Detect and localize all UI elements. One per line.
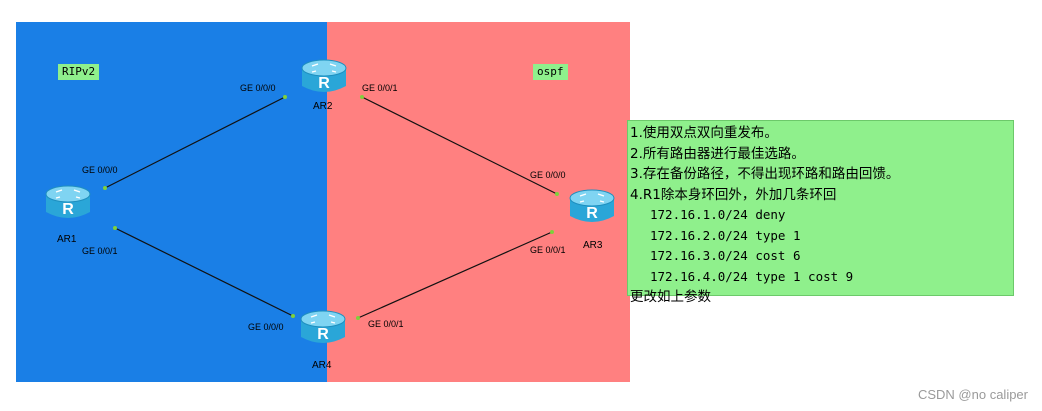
port-dot — [555, 192, 559, 196]
svg-text:R: R — [586, 205, 598, 222]
notes-route-line: 172.16.4.0/24 type 1 cost 9 — [650, 268, 854, 284]
ospf-zone-tag: ospf — [533, 64, 568, 80]
notes-route-line: 172.16.1.0/24 deny — [650, 207, 786, 222]
link-ar1-ar4 — [114, 227, 294, 317]
router-ar1-icon[interactable]: R — [44, 184, 92, 222]
notes-line: 4.R1除本身环回外，外加几条环回 — [630, 186, 837, 203]
svg-text:R: R — [62, 201, 74, 218]
notes-line: 2.所有路由器进行最佳选路。 — [630, 145, 805, 162]
port-dot — [550, 230, 554, 234]
port-label: GE 0/0/1 — [82, 246, 118, 256]
port-dot — [113, 226, 117, 230]
ripv2-zone-tag: RIPv2 — [58, 64, 100, 80]
router-ar2-label: AR2 — [313, 101, 333, 112]
notes-route-line: 172.16.3.0/24 cost 6 — [650, 248, 801, 263]
port-dot — [360, 95, 364, 99]
router-ar2-icon[interactable]: R — [300, 58, 348, 96]
link-ar2-ar3 — [361, 96, 558, 195]
notes-route-line: 172.16.2.0/24 type 1 — [650, 227, 801, 243]
requirements-notes: 1.使用双点双向重发布。 2.所有路由器进行最佳选路。 3.存在备份路径，不得出… — [627, 120, 1014, 305]
port-label: GE 0/0/1 — [362, 83, 398, 93]
link-ar4-ar3 — [357, 231, 553, 319]
notes-line: 更改如上参数 — [630, 289, 711, 305]
port-label: GE 0/0/0 — [82, 165, 118, 175]
router-ar1-label: AR1 — [57, 234, 77, 245]
port-dot — [283, 95, 287, 99]
router-ar4-icon[interactable]: R — [299, 309, 347, 347]
port-label: GE 0/0/0 — [530, 170, 566, 180]
router-ar3-icon[interactable]: R — [568, 188, 616, 226]
notes-line: 3.存在备份路径，不得出现环路和路由回馈。 — [630, 166, 900, 182]
port-label: GE 0/0/1 — [530, 245, 566, 255]
svg-text:R: R — [317, 326, 329, 343]
port-dot — [291, 314, 295, 318]
link-ar1-ar2 — [104, 96, 286, 189]
watermark: CSDN @no caliper — [917, 387, 1028, 402]
notes-line: 1.使用双点双向重发布。 — [630, 125, 778, 141]
port-dot — [103, 186, 107, 190]
router-ar4-label: AR4 — [312, 360, 332, 371]
svg-text:R: R — [318, 75, 330, 92]
port-label: GE 0/0/0 — [240, 83, 276, 93]
port-dot — [356, 316, 360, 320]
router-ar3-label: AR3 — [583, 240, 603, 251]
port-label: GE 0/0/1 — [368, 319, 404, 329]
port-label: GE 0/0/0 — [248, 322, 284, 332]
